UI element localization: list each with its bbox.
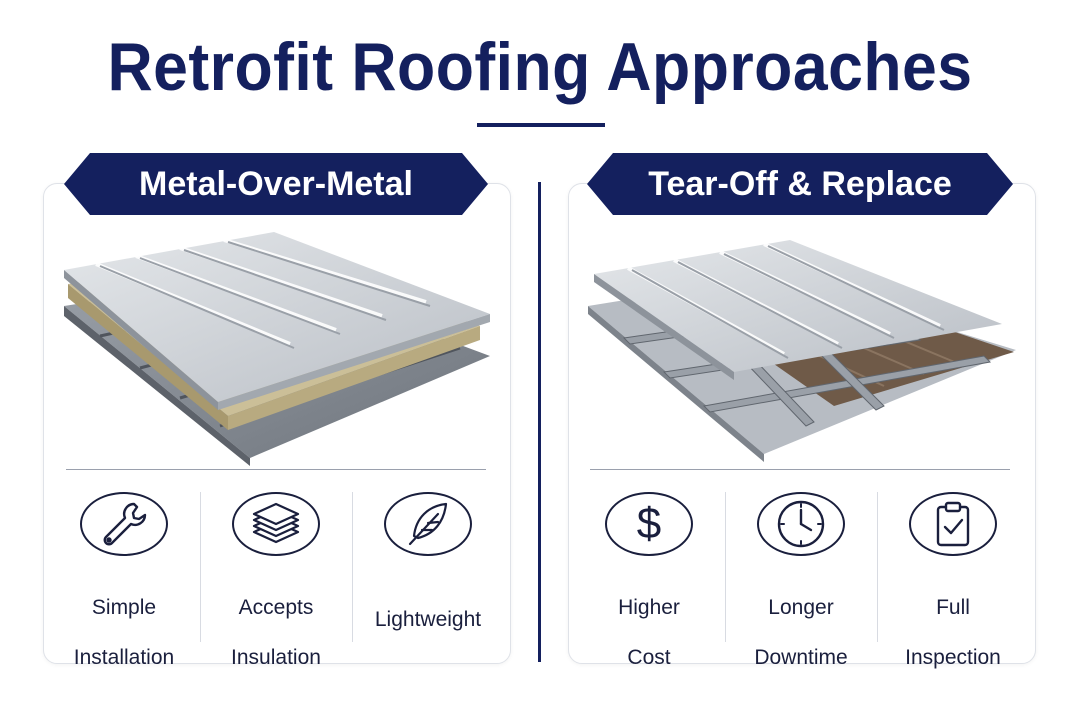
feature-label-line1: Accepts <box>238 596 314 619</box>
feature-label-line2: Downtime <box>754 646 848 669</box>
feature-higher-cost: $ Higher Cost <box>573 492 725 669</box>
center-divider <box>538 182 541 662</box>
feature-simple-installation: Simple Installation <box>48 492 200 669</box>
feature-label-line2: Installation <box>73 646 175 669</box>
feature-label-line1: Lightweight <box>374 608 482 631</box>
tear-off-replace-features: $ Higher Cost Longer Downtime <box>573 492 1029 669</box>
clock-icon <box>757 492 845 556</box>
metal-over-metal-features: Simple Installation Accepts Insulation <box>48 492 504 669</box>
tear-off-replace-illustration <box>588 240 1016 462</box>
right-separator <box>590 469 1010 470</box>
metal-over-metal-illustration <box>64 232 490 466</box>
feature-accepts-insulation: Accepts Insulation <box>200 492 352 669</box>
feature-longer-downtime: Longer Downtime <box>725 492 877 669</box>
feature-label-line1: Full <box>936 596 970 619</box>
page-title: Retrofit Roofing Approaches <box>107 29 973 105</box>
feature-label-line1: Simple <box>91 596 157 619</box>
feature-label-line2: Cost <box>627 646 671 669</box>
feature-full-inspection: Full Inspection <box>877 492 1029 669</box>
clipboard-check-icon <box>909 492 997 556</box>
wrench-icon <box>80 492 168 556</box>
feature-label-line1: Higher <box>618 596 680 619</box>
tear-off-replace-heading: Tear-Off & Replace <box>587 153 1013 215</box>
svg-text:$: $ <box>637 499 661 548</box>
feature-label-line2: Inspection <box>905 646 1001 669</box>
metal-over-metal-heading: Metal-Over-Metal <box>64 153 488 215</box>
feature-lightweight: Lightweight <box>352 492 504 642</box>
feature-label-line1: Longer <box>768 596 834 619</box>
insulation-layers-icon <box>232 492 320 556</box>
title-underline <box>477 123 605 127</box>
dollar-icon: $ <box>605 492 693 556</box>
feature-label-line2: Insulation <box>231 646 321 669</box>
left-separator <box>66 469 486 470</box>
feather-icon <box>384 492 472 556</box>
